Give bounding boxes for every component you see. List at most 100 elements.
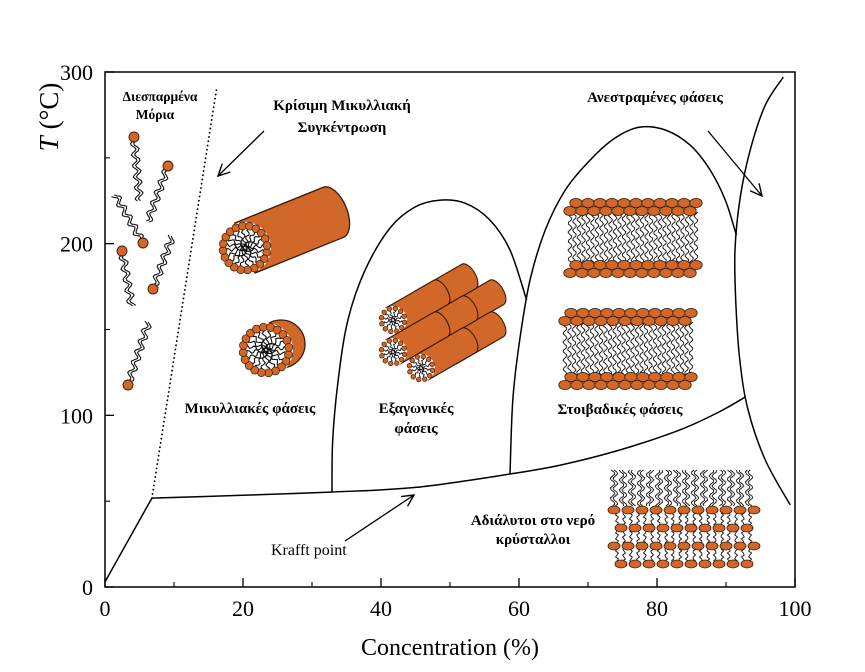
micelle-head [392, 305, 398, 312]
micelle-cross-section [218, 221, 272, 275]
crystal-head [733, 505, 747, 515]
crystal-head [635, 541, 649, 551]
bilayer-head [618, 315, 632, 326]
y-tick-label: 200 [60, 232, 93, 257]
micelle-tail [382, 348, 393, 353]
bilayer-head [647, 205, 661, 216]
bilayer-head [606, 379, 620, 390]
micelle-tail [392, 352, 397, 363]
crystals-label-line1: Αδιάλυτοι στο νερό [471, 513, 595, 529]
y-tick-label: 0 [82, 575, 93, 600]
micelle-tail [260, 350, 268, 371]
bilayer-tail [616, 321, 622, 377]
surfactant-head [147, 283, 159, 295]
crystal-head [691, 541, 705, 551]
crystal-head [740, 523, 754, 533]
bilayer-head [635, 267, 649, 278]
bilayer-head [570, 379, 584, 390]
bilayer-head [684, 307, 698, 318]
crystal-tail [656, 530, 661, 544]
crystal-tail [712, 548, 717, 562]
micelle-tail [389, 320, 394, 331]
bilayer-head [575, 267, 589, 278]
micelle-head [284, 343, 294, 352]
bilayer-tail [603, 321, 609, 376]
bilayer-head [587, 205, 601, 216]
bilayer-tail [576, 211, 582, 265]
crystal-tail [628, 530, 633, 544]
x-tick-label: 60 [508, 596, 530, 621]
crystal-tail [664, 530, 669, 544]
crystal-tail [670, 548, 675, 562]
micelle-tail [420, 368, 425, 379]
crystal-tail [636, 530, 641, 544]
bilayer-tail [625, 211, 631, 265]
inverted-phase-label: Ανεστραμένες φάσεις [587, 90, 723, 106]
dispersed-label-line2: Μόρια [136, 107, 175, 122]
micelle-cross-section [378, 337, 408, 367]
crystal-tail [642, 530, 647, 544]
hexagonal-cylinder [378, 279, 451, 335]
crystal-tail [692, 530, 697, 544]
crystal-head [642, 523, 656, 533]
crystal-head [684, 559, 698, 569]
crystal-tail [675, 469, 682, 507]
micelle-tail [243, 228, 250, 248]
crystal-head [733, 541, 747, 551]
micelle-head [388, 328, 394, 335]
bilayer-head [623, 205, 637, 216]
bilayer-tail [671, 211, 677, 265]
crystal-tail [642, 512, 647, 526]
krafft-point-label: Krafft point [271, 542, 347, 559]
crystal-tail [622, 530, 627, 544]
crystal-tail [698, 530, 703, 544]
bilayer-tail [675, 211, 681, 265]
crystal-tail [734, 512, 739, 526]
bilayer-head [678, 315, 692, 326]
bilayer-tail [598, 321, 604, 377]
surfactant-tail [127, 320, 149, 382]
crystal-tail [684, 512, 689, 526]
bilayer-head [647, 267, 661, 278]
surfactant-tail [133, 140, 144, 202]
bilayer-tail [572, 211, 578, 265]
bilayer-tail [674, 321, 681, 377]
crystal-tail [612, 469, 619, 507]
crystal-tail [748, 548, 753, 562]
bilayer-head [666, 315, 680, 326]
micelle-head [278, 330, 288, 339]
bilayer-tail [684, 211, 690, 265]
bilayer-tail [657, 212, 663, 265]
micelle-tail [393, 312, 401, 320]
bilayer-head [599, 267, 613, 278]
crystal-tail [656, 512, 661, 526]
low-concentration-boundary [104, 497, 153, 583]
crystal-tail [748, 512, 753, 526]
bilayer-head [630, 379, 644, 390]
crystal-tail [654, 469, 661, 507]
crystal-tail [648, 469, 655, 507]
crystal-tail [636, 548, 641, 562]
crystal-tail [670, 512, 675, 526]
bilayer-tail [584, 321, 590, 377]
x-tick-label: 20 [232, 596, 254, 621]
bilayer-tail [693, 211, 699, 265]
crystal-head [649, 505, 663, 515]
crystal-tail [740, 512, 745, 526]
micelle-head [401, 313, 407, 319]
krafft-point-arrow [344, 495, 414, 542]
bilayer-tail [661, 321, 667, 377]
crystal-tail [734, 530, 739, 544]
bilayer-head [582, 315, 596, 326]
micelle-tail [266, 345, 287, 352]
micelle-tail [265, 350, 285, 361]
crystal-head [642, 559, 656, 569]
bilayer-tail [652, 211, 658, 265]
crystal-tail [672, 469, 679, 507]
bilayer-tail [666, 321, 672, 377]
bilayer-head [678, 379, 692, 390]
crystal-head [719, 541, 733, 551]
crystal-tail [627, 469, 634, 507]
crystal-head [705, 505, 719, 515]
surfactant-head [137, 237, 149, 249]
